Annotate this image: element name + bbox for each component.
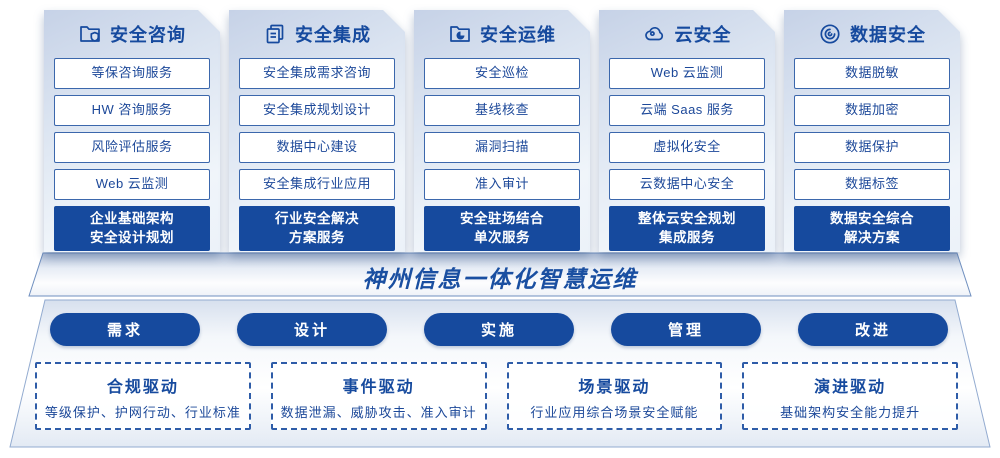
driver-desc: 基础架构安全能力提升 — [780, 405, 921, 420]
driver-title: 场景驱动 — [578, 379, 651, 396]
service-item: 云数据中心安全 — [609, 169, 765, 200]
column-cloud-security: 云安全 Web 云监测 云端 Saas 服务 虚拟化安全 云数据中心安全 整体云… — [599, 10, 775, 252]
service-item: 数据标签 — [794, 169, 950, 200]
driver-title: 演进驱动 — [814, 379, 887, 396]
driver-event: 事件驱动 数据泄漏、威胁攻击、准入审计 — [270, 362, 487, 430]
column-header: 云安全 — [609, 10, 765, 58]
service-item: HW 咨询服务 — [54, 95, 210, 126]
service-item: 安全集成规划设计 — [239, 95, 395, 126]
folder-chart-icon — [448, 22, 472, 46]
column-header: 数据安全 — [794, 10, 950, 58]
column-security-operations: 安全运维 安全巡检 基线核查 漏洞扫描 准入审计 安全驻场结合 单次服务 — [414, 10, 590, 252]
column-title: 安全集成 — [295, 25, 371, 45]
banner-title: 神州信息一体化智慧运维 — [362, 266, 638, 292]
column-highlight: 数据安全综合 解决方案 — [794, 206, 950, 251]
cloud-icon — [643, 22, 667, 46]
service-item: 数据保护 — [794, 132, 950, 163]
process-pills-row: 需求 设计 实施 管理 改进 — [50, 313, 948, 346]
pill-improvement: 改进 — [798, 313, 948, 346]
service-item: 数据脱敏 — [794, 58, 950, 89]
column-header: 安全运维 — [424, 10, 580, 58]
driver-desc: 数据泄漏、威胁攻击、准入审计 — [280, 405, 477, 420]
documents-icon — [263, 22, 287, 46]
service-item: 数据加密 — [794, 95, 950, 126]
service-item: 等保咨询服务 — [54, 58, 210, 89]
service-item: 准入审计 — [424, 169, 580, 200]
service-item: Web 云监测 — [609, 58, 765, 89]
service-item: 数据中心建设 — [239, 132, 395, 163]
service-item: 风险评估服务 — [54, 132, 210, 163]
driver-title: 合规驱动 — [106, 379, 179, 396]
fingerprint-icon — [818, 22, 842, 46]
service-item: 漏洞扫描 — [424, 132, 580, 163]
column-highlight: 企业基础架构 安全设计规划 — [54, 206, 210, 251]
column-security-integration: 安全集成 安全集成需求咨询 安全集成规划设计 数据中心建设 安全集成行业应用 行… — [229, 10, 405, 252]
column-highlight: 整体云安全规划 集成服务 — [609, 206, 765, 251]
service-item: 云端 Saas 服务 — [609, 95, 765, 126]
driver-scenario: 场景驱动 行业应用综合场景安全赋能 — [506, 362, 723, 430]
driver-boxes-row: 合规驱动 等级保护、护网行动、行业标准 事件驱动 数据泄漏、威胁攻击、准入审计 … — [35, 362, 958, 430]
column-highlight: 安全驻场结合 单次服务 — [424, 206, 580, 251]
column-header: 安全咨询 — [54, 10, 210, 58]
column-title: 安全咨询 — [110, 25, 186, 45]
pill-management: 管理 — [611, 313, 761, 346]
service-item: 基线核查 — [424, 95, 580, 126]
service-item: 安全集成需求咨询 — [239, 58, 395, 89]
folder-shield-icon — [78, 22, 102, 46]
service-item: 虚拟化安全 — [609, 132, 765, 163]
service-item: 安全巡检 — [424, 58, 580, 89]
column-security-consulting: 安全咨询 等保咨询服务 HW 咨询服务 风险评估服务 Web 云监测 企业基础架… — [44, 10, 220, 252]
service-columns-row: 安全咨询 等保咨询服务 HW 咨询服务 风险评估服务 Web 云监测 企业基础架… — [44, 10, 960, 252]
driver-desc: 等级保护、护网行动、行业标准 — [44, 405, 241, 420]
column-data-security: 数据安全 数据脱敏 数据加密 数据保护 数据标签 数据安全综合 解决方案 — [784, 10, 960, 252]
driver-desc: 行业应用综合场景安全赋能 — [530, 405, 699, 420]
pill-implementation: 实施 — [424, 313, 574, 346]
pill-requirement: 需求 — [50, 313, 200, 346]
column-title: 数据安全 — [850, 25, 926, 45]
column-highlight: 行业安全解决 方案服务 — [239, 206, 395, 251]
driver-compliance: 合规驱动 等级保护、护网行动、行业标准 — [35, 362, 251, 430]
service-item: Web 云监测 — [54, 169, 210, 200]
driver-evolution: 演进驱动 基础架构安全能力提升 — [742, 362, 958, 430]
driver-title: 事件驱动 — [342, 379, 415, 396]
column-title: 云安全 — [674, 25, 732, 45]
pill-design: 设计 — [237, 313, 387, 346]
service-item: 安全集成行业应用 — [239, 169, 395, 200]
column-header: 安全集成 — [239, 10, 395, 58]
column-title: 安全运维 — [480, 25, 556, 45]
